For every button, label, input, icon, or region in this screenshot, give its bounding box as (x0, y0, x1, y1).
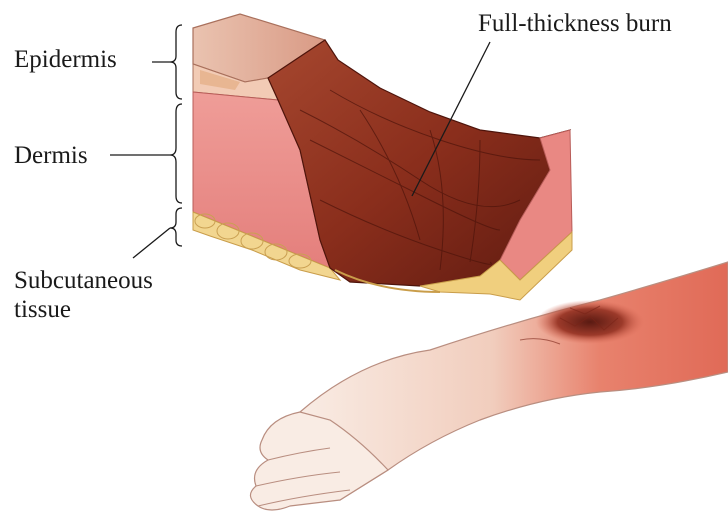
subcutaneous-label: Subcutaneous tissue (14, 266, 153, 324)
burn-wound-arm (536, 300, 644, 344)
dermis-bracket (170, 104, 182, 203)
epidermis-label: Epidermis (14, 45, 117, 74)
burn-label: Full-thickness burn (478, 9, 672, 38)
subcutaneous-leader (133, 228, 170, 258)
epidermis-bracket (170, 25, 182, 99)
subcutaneous-label-line1: Subcutaneous (14, 266, 153, 295)
skin-cross-section (193, 14, 572, 300)
subcutaneous-bracket (170, 208, 182, 246)
dermis-label: Dermis (14, 141, 88, 170)
subcutaneous-label-line2: tissue (14, 295, 153, 324)
arm-illustration (250, 262, 728, 510)
